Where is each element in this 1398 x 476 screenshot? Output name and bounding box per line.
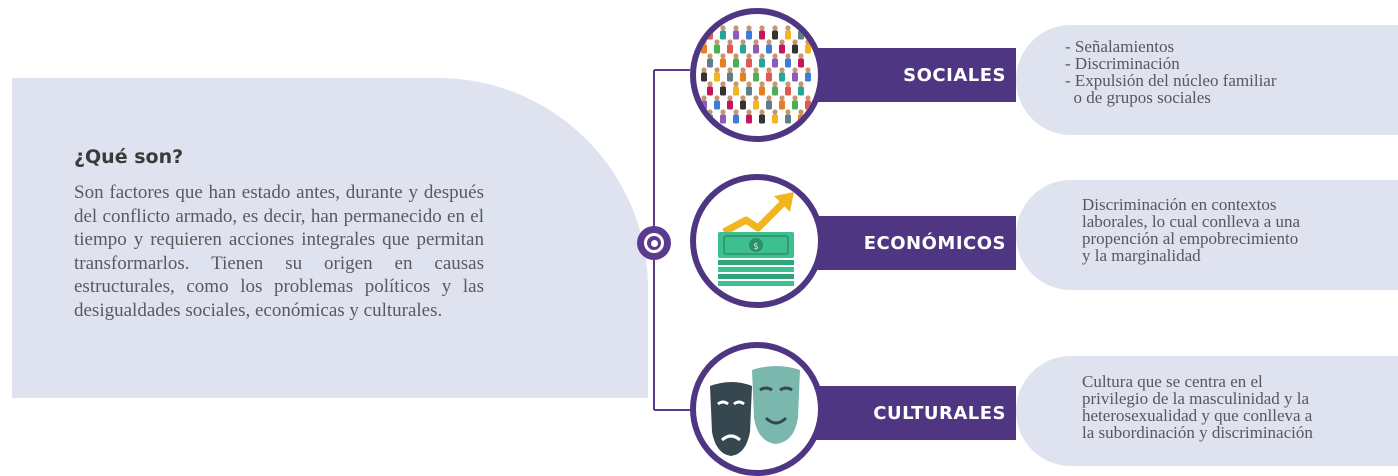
desc-line: - Señalamientos [1065, 37, 1175, 56]
desc-box-economicos [1016, 180, 1398, 290]
desc-line: y la marginalidad [1082, 246, 1201, 265]
intro-body: Son factores que han estado antes, duran… [74, 182, 484, 321]
desc-box-sociales [1016, 25, 1398, 135]
theater-masks-icon [690, 342, 824, 476]
money-growth-icon: $ [690, 174, 824, 308]
desc-box-culturales [1016, 356, 1398, 466]
desc-line: la subordinación y discriminación [1082, 423, 1313, 442]
desc-line: heterosexualidad y que conlleva a [1082, 406, 1313, 425]
target-icon [637, 226, 671, 260]
desc-line: Discriminación en contextos [1082, 195, 1277, 214]
desc-line: Cultura que se centra en el [1082, 372, 1263, 391]
desc-line: privilegio de la masculinidad y la [1082, 389, 1310, 408]
desc-line: o de grupos sociales [1065, 88, 1211, 107]
intro-title: ¿Qué son? [74, 146, 184, 168]
desc-line: - Expulsión del núcleo familiar [1065, 71, 1277, 90]
desc-line: - Discriminación [1065, 54, 1180, 73]
desc-line: laborales, lo cual conlleva a una [1082, 212, 1301, 231]
crowd-icon [690, 8, 824, 142]
svg-text:$: $ [753, 242, 759, 252]
desc-line: propención al empobrecimiento [1082, 229, 1299, 248]
intro-panel: ¿Qué son? Son factores que han estado an… [12, 78, 648, 398]
